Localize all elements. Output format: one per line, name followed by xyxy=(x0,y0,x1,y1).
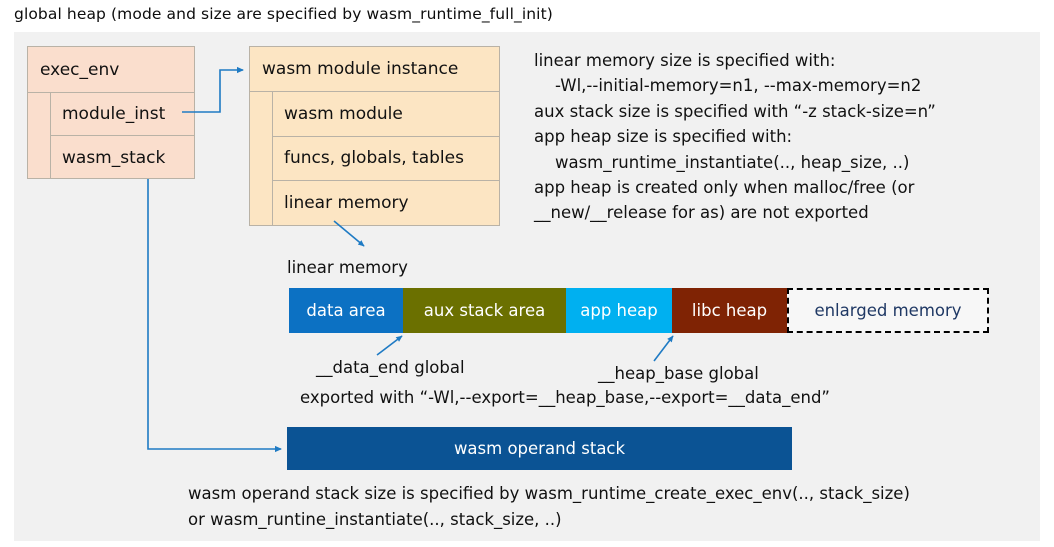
linear-memory-caption: linear memory xyxy=(287,258,408,277)
exec-env-row-wasm-stack[interactable]: wasm_stack xyxy=(62,147,166,168)
exec-env-header: exec_env xyxy=(28,47,194,93)
page-title: global heap (mode and size are specified… xyxy=(14,5,553,23)
memory-sizing-notes: linear memory size is specified with: -W… xyxy=(534,51,936,223)
exec-env-box[interactable]: exec_env module_inst wasm_stack xyxy=(27,46,195,179)
module-instance-gutter xyxy=(250,92,273,226)
linear-memory-bar: data area aux stack area app heap libc heap… xyxy=(289,288,989,333)
linear-memory-segment-aux-stack-area[interactable]: aux stack area xyxy=(403,288,566,333)
wasm-module-instance-box[interactable]: wasm module instance wasm module funcs, … xyxy=(249,46,500,226)
segment-label: app heap xyxy=(580,301,658,320)
module-instance-rows: wasm module funcs, globals, tables linea… xyxy=(273,92,499,226)
segment-label: data area xyxy=(306,301,386,320)
linear-memory-segment-enlarged-memory[interactable]: enlarged memory xyxy=(787,288,989,333)
module-instance-row-funcs-globals-tables[interactable]: funcs, globals, tables xyxy=(273,137,499,182)
data-end-global-label: __data_end global xyxy=(316,358,465,377)
linear-memory-segment-app-heap[interactable]: app heap xyxy=(566,288,672,333)
linear-memory-segment-data-area[interactable]: data area xyxy=(289,288,403,333)
export-flags-note: exported with “-Wl,--export=__heap_base,… xyxy=(300,388,830,407)
wasm-operand-stack-note: wasm operand stack size is specified by … xyxy=(188,484,910,529)
exec-env-gutter xyxy=(28,93,51,179)
module-instance-header: wasm module instance xyxy=(250,47,499,92)
wasm-operand-stack-box[interactable]: wasm operand stack xyxy=(287,427,792,470)
module-instance-row-linear-memory[interactable]: linear memory xyxy=(284,193,409,214)
linear-memory-segment-libc-heap[interactable]: libc heap xyxy=(672,288,787,333)
exec-env-row-module-inst[interactable]: module_inst xyxy=(51,93,194,136)
heap-base-global-label: __heap_base global xyxy=(598,364,759,383)
module-instance-row-wasm-module[interactable]: wasm module xyxy=(273,92,499,137)
module-instance-body: wasm module funcs, globals, tables linea… xyxy=(250,92,499,226)
segment-label: enlarged memory xyxy=(814,301,962,320)
wasm-operand-stack-label: wasm operand stack xyxy=(453,439,626,458)
exec-env-body: module_inst wasm_stack xyxy=(28,93,194,179)
segment-label: aux stack area xyxy=(423,301,546,320)
exec-env-rows: module_inst wasm_stack xyxy=(51,93,194,179)
segment-label: libc heap xyxy=(691,301,768,320)
